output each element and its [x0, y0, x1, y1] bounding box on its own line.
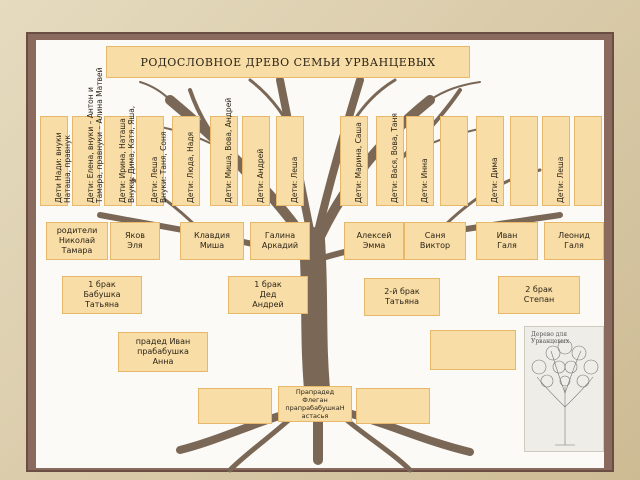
children-column: Дети: Марина, Саша: [340, 116, 368, 206]
great-grandparents-box: [430, 330, 516, 370]
children-column: Дети: Вася, Вова, Таня: [376, 113, 404, 206]
great-great-box: [198, 388, 272, 424]
children-column-text: Дети: Марина, Саша: [354, 122, 363, 203]
children-column-text: Дети: Дима: [490, 157, 499, 203]
children-column-text: Дети: Инна: [420, 158, 429, 203]
children-column-text: Дети: Люда, Надя: [186, 131, 195, 203]
grandparents-box: 2-й брак Татьяна: [364, 278, 440, 316]
children-column-text: Дети: Вася, Вова, Таня: [390, 113, 399, 203]
great-great-box: [356, 388, 430, 424]
thumbnail-caption: Дерево для Урванцевых: [531, 331, 570, 345]
children-column: [510, 116, 538, 206]
children-column: Дети: Андрей: [242, 116, 270, 206]
children-column: [574, 116, 602, 206]
parents-box: Иван Галя: [476, 222, 538, 260]
children-column: [440, 116, 468, 206]
parents-box: Леонид Галя: [544, 222, 604, 260]
children-column: Дети: Дима: [476, 116, 504, 206]
sketch-tree-image: [531, 339, 599, 446]
parents-box: Яков Эля: [110, 222, 160, 260]
children-column: Дети: Ирина, Наташа Внуки: Дима, Катя, Я…: [104, 106, 145, 206]
children-column-text: Дети: Миша, Вова, Андрей: [224, 97, 233, 203]
page-title: РОДОСЛОВНОЕ ДРЕВО СЕМЬИ УРВАНЦЕВЫХ: [106, 46, 470, 78]
children-column-text: Дети: Леша: [290, 156, 299, 203]
children-column: Дети: Леша: [542, 116, 570, 206]
children-column-text: Дети: Леша Внуки: Таня, Соня: [150, 131, 168, 203]
children-column: Дети: Инна: [406, 116, 434, 206]
parents-box: Алексей Эмма: [344, 222, 404, 260]
parents-box: Саня Виктор: [404, 222, 466, 260]
children-column: Дети Нади: внуки Наташа, правнук Егор: [40, 116, 81, 206]
grandparents-box: 1 брак Бабушка Татьяна: [62, 276, 142, 314]
parents-box: Клавдия Миша: [180, 222, 244, 260]
sketch-thumbnail: Дерево для Урванцевых: [524, 326, 604, 452]
great-great-box: Прапрадед Флеган прапрабабушкаН астасья: [278, 386, 352, 422]
grandparents-box: 2 брак Степан: [498, 276, 580, 314]
children-column: Дети: Леша Внуки: Таня, Соня: [136, 116, 168, 206]
children-column: Дети: Елена, внуки – Антон и Тамара, пра…: [72, 67, 104, 206]
children-column-text: Дети: Андрей: [256, 148, 265, 203]
great-grandparents-box: прадед Иван прабабушка Анна: [118, 332, 208, 372]
children-column-text: Дети: Леша: [556, 156, 565, 203]
parents-box: Галина Аркадий: [250, 222, 310, 260]
children-column: Дети: Миша, Вова, Андрей: [210, 98, 238, 206]
grandparents-box: 1 брак Дед Андрей: [228, 276, 308, 314]
parents-box: родители Николай Тамара: [46, 222, 108, 260]
children-column: Дети: Леша: [276, 116, 304, 206]
children-column: Дети: Люда, Надя: [172, 116, 200, 206]
children-column-text: Дети: Елена, внуки – Антон и Тамара, пра…: [86, 67, 104, 203]
